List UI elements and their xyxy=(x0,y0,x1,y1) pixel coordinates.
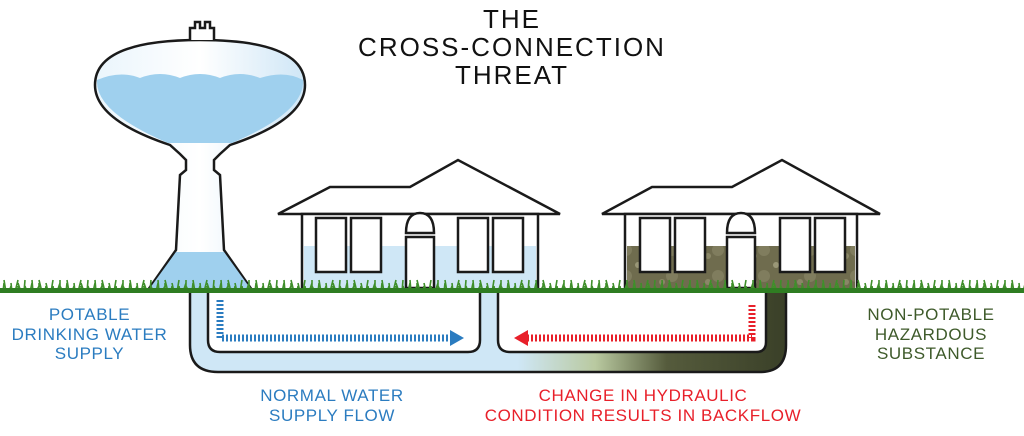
ground-strip xyxy=(0,288,1024,293)
backflow-line-1: CHANGE IN HYDRAULIC xyxy=(538,386,748,405)
non-potable-line-1: NON-POTABLE xyxy=(867,305,995,324)
potable-label-line-2: DRINKING WATER xyxy=(11,324,168,344)
backflow-arrow xyxy=(528,305,756,342)
non-potable-line-2: HAZARDOUS xyxy=(874,324,988,344)
normal-flow-line-2: SUPPLY FLOW xyxy=(269,405,395,425)
normal-flow-line-1: NORMAL WATER xyxy=(260,386,404,405)
title-line-1: THE xyxy=(483,4,541,34)
normal-flow-label: NORMAL WATER SUPPLY FLOW xyxy=(232,386,432,425)
potable-supply-label: POTABLE DRINKING WATER SUPPLY xyxy=(2,305,177,364)
title-line-2: CROSS-CONNECTION xyxy=(358,32,666,62)
title-line-3: THREAT xyxy=(454,60,570,90)
potable-label-line-3: SUPPLY xyxy=(54,344,125,364)
backflow-line-2: CONDITION RESULTS IN BACKFLOW xyxy=(484,405,802,425)
normal-flow-arrow xyxy=(216,300,450,342)
normal-flow-arrowhead xyxy=(450,330,464,346)
water-tower xyxy=(93,20,307,292)
potable-label-line-1: POTABLE xyxy=(48,305,131,324)
grass-ground xyxy=(0,279,1024,293)
backflow-arrowhead xyxy=(514,330,528,346)
right-house xyxy=(601,158,881,292)
non-potable-label: NON-POTABLE HAZARDOUS SUBSTANCE xyxy=(842,305,1020,364)
left-house xyxy=(277,158,561,292)
supply-pipe xyxy=(188,285,788,374)
backflow-label: CHANGE IN HYDRAULIC CONDITION RESULTS IN… xyxy=(448,386,838,425)
non-potable-line-3: SUBSTANCE xyxy=(876,344,986,364)
